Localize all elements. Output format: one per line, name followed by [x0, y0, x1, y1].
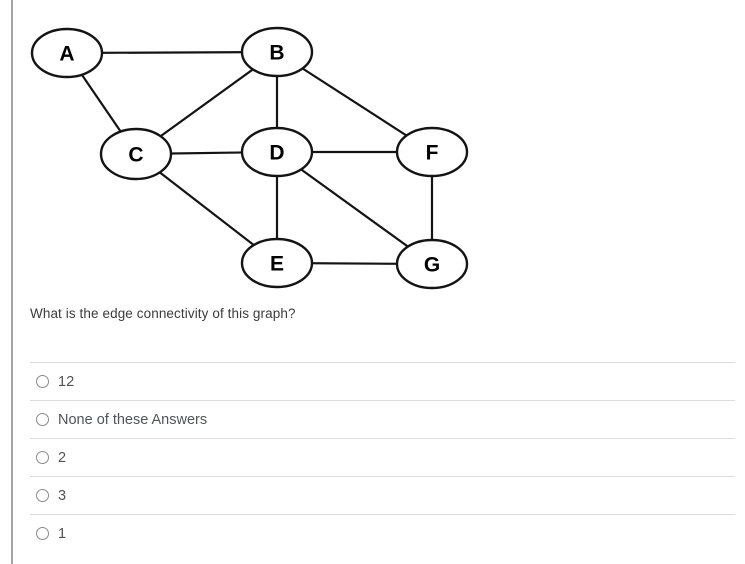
radio-button[interactable] — [36, 527, 49, 540]
left-page-border — [11, 0, 13, 564]
option-label: 12 — [58, 373, 75, 390]
radio-button[interactable] — [36, 489, 49, 502]
graph-node-C — [99, 127, 173, 181]
option-label: 1 — [58, 525, 67, 542]
question-text: What is the edge connectivity of this gr… — [30, 306, 296, 321]
radio-button[interactable] — [36, 413, 49, 426]
graph-node-label-D: D — [269, 142, 284, 165]
graph-node-G — [395, 238, 469, 290]
graph-node-F — [395, 126, 469, 178]
answer-option-row[interactable]: None of these Answers — [30, 400, 735, 438]
graph-node-label-F: F — [426, 142, 439, 165]
answer-option-row[interactable]: 2 — [30, 438, 735, 476]
graph-node-D — [240, 126, 314, 178]
graph-diagram: A B C D F E G — [0, 0, 510, 300]
graph-node-label-C: C — [128, 144, 143, 167]
radio-button[interactable] — [36, 375, 49, 388]
graph-node-label-G: G — [424, 254, 440, 277]
answer-option-row[interactable]: 12 — [30, 362, 735, 400]
graph-node-B — [240, 26, 314, 78]
graph-node-E — [240, 237, 314, 289]
answer-option-row[interactable]: 3 — [30, 476, 735, 514]
graph-svg: A B C D F E G — [30, 26, 469, 290]
graph-edge-D-G — [276, 151, 433, 265]
graph-node-label-A: A — [59, 43, 74, 66]
radio-button[interactable] — [36, 451, 49, 464]
option-label: 3 — [58, 487, 67, 504]
graph-node-label-E: E — [270, 253, 284, 276]
option-label: None of these Answers — [58, 411, 208, 428]
answer-option-row[interactable]: 1 — [30, 514, 735, 552]
option-label: 2 — [58, 449, 67, 466]
graph-node-A — [30, 27, 104, 79]
graph-node-label-B: B — [269, 42, 284, 65]
